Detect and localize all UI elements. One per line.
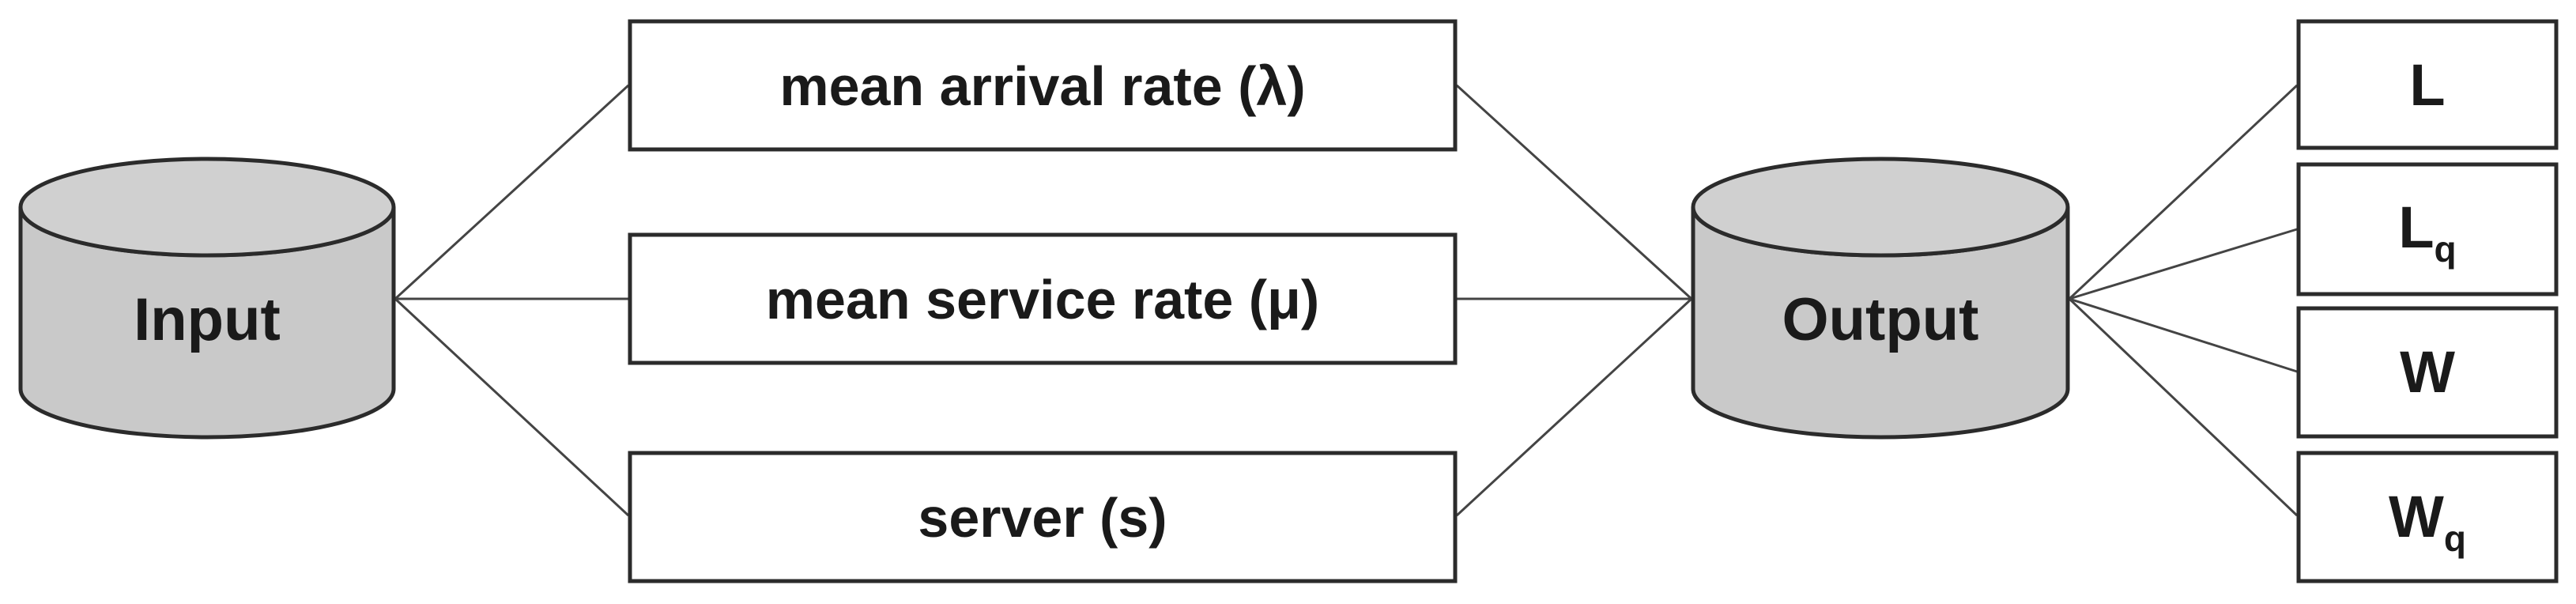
result-box-wq: Wq (2296, 451, 2559, 583)
parameter-box-arrival-frame (628, 19, 1458, 152)
result-box-lq: Lq (2296, 162, 2559, 296)
input-cylinder-top (18, 157, 396, 258)
parameter-label-server: server (s) (918, 487, 1167, 549)
result-lq-sub: q (2435, 228, 2457, 270)
result-box-w: W (2296, 306, 2559, 439)
input-cylinder: Input (18, 157, 396, 440)
connector-server-output (1455, 297, 1693, 517)
output-connectors (1455, 84, 1693, 517)
connector-output-lq (2069, 228, 2298, 300)
connector-output-w (2069, 297, 2298, 373)
result-box-w-frame (2296, 306, 2559, 439)
result-wq-sub: q (2444, 518, 2466, 559)
result-lq-main: L (2398, 194, 2434, 260)
result-wq-main: W (2389, 484, 2444, 549)
connector-output-l (2068, 84, 2299, 300)
connector-arrival-output (1455, 84, 1693, 300)
parameter-label-service: mean service rate (μ) (766, 269, 1319, 330)
connector-output-wq (2068, 297, 2299, 517)
result-label-w: W (2400, 339, 2455, 405)
input-connectors (394, 84, 630, 517)
result-box-wq-frame (2296, 451, 2559, 583)
parameter-box-server: server (s) (628, 451, 1458, 583)
result-connectors (2068, 84, 2299, 517)
parameter-box-server-frame (628, 451, 1458, 583)
connector-input-arrival (394, 84, 630, 300)
output-label: Output (1782, 286, 1978, 353)
parameter-box-service-frame (628, 232, 1458, 365)
parameter-box-service: mean service rate (μ) (628, 232, 1458, 365)
output-cylinder: Output (1691, 157, 2070, 440)
result-l-main: L (2409, 52, 2445, 118)
input-label: Input (134, 286, 281, 353)
result-w-main: W (2400, 339, 2455, 405)
parameter-label-arrival: mean arrival rate (λ) (779, 55, 1305, 117)
parameter-box-arrival: mean arrival rate (λ) (628, 19, 1458, 152)
result-box-lq-frame (2296, 162, 2559, 296)
output-cylinder-top (1691, 157, 2070, 258)
result-label-wq: Wq (2389, 484, 2466, 559)
result-box-l: L (2296, 19, 2559, 150)
result-label-l: L (2409, 52, 2445, 118)
result-label-lq: Lq (2398, 194, 2456, 270)
connector-input-server (394, 297, 630, 517)
result-box-l-frame (2296, 19, 2559, 150)
